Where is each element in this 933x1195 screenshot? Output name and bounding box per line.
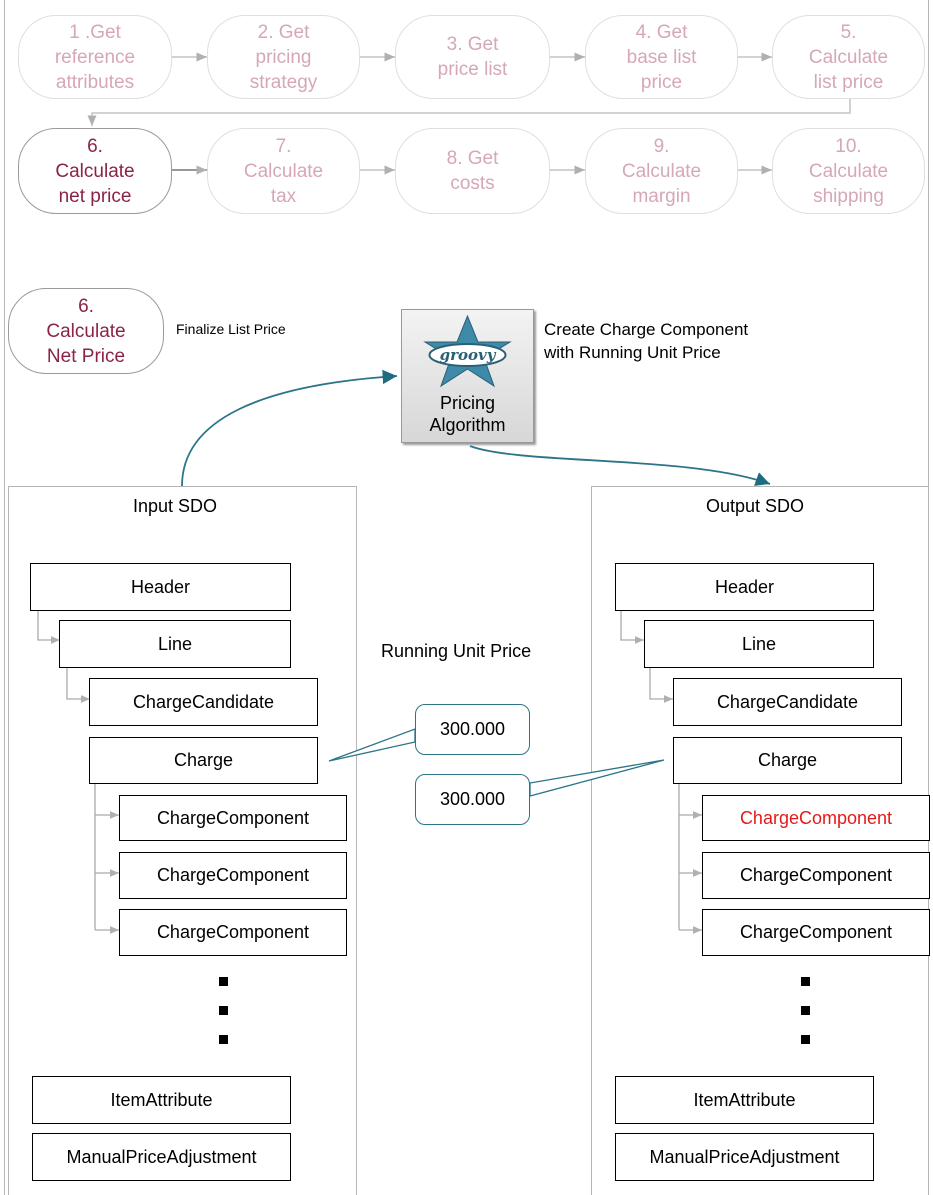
ellipsis-dot (801, 1006, 810, 1015)
output-header-node: Header (615, 563, 874, 611)
flow-step-label: 4. Get base list price (626, 21, 697, 93)
input-header-node: Header (30, 563, 291, 611)
finalize-label: Finalize List Price (176, 321, 286, 337)
flow-step-label: 7. Calculate tax (243, 135, 324, 207)
flow-step-1: 1 .Get reference attributes (18, 15, 172, 99)
output-charge-node: Charge (673, 737, 902, 784)
flow-step-10: 10. Calculate shipping (772, 128, 925, 214)
flow-step-9: 9. Calculate margin (585, 128, 738, 214)
output-manualpriceadjustment-node: ManualPriceAdjustment (615, 1133, 874, 1181)
ellipsis-dot (219, 1006, 228, 1015)
groovy-star-icon: groovy (423, 314, 512, 388)
ellipsis-dot (219, 1035, 228, 1044)
flow-step-5: 5. Calculate list price (772, 15, 925, 99)
input-charge-node: Charge (89, 737, 318, 784)
flow-step-label: 1 .Get reference attributes (54, 21, 136, 93)
flow-step-4: 4. Get base list price (585, 15, 738, 99)
input-chargecomponent-node: ChargeComponent (119, 852, 347, 899)
ellipsis-dot (801, 1035, 810, 1044)
input-sdo-box (8, 486, 357, 1195)
pricing-algorithm-box: groovy Pricing Algorithm (401, 309, 534, 443)
output-line-node: Line (644, 620, 874, 668)
output-itemattribute-node: ItemAttribute (615, 1076, 874, 1124)
flow-step-7: 7. Calculate tax (207, 128, 360, 214)
flow-step-label: 3. Get price list (437, 34, 508, 80)
output-sdo-title: Output SDO (706, 496, 805, 516)
flow-step-label: 9. Calculate margin (621, 135, 702, 207)
input-itemattribute-node: ItemAttribute (32, 1076, 291, 1124)
net-price-pill-label: 6. Calculate Net Price (46, 295, 126, 367)
flow-step-6-active: 6. Calculate net price (18, 128, 172, 214)
output-chargecomponent-node-new: ChargeComponent (702, 795, 930, 841)
flow-step-8: 8. Get costs (395, 128, 550, 214)
create-charge-note: Create Charge Component with Running Uni… (544, 320, 749, 362)
pricing-algorithm-label: Pricing Algorithm (429, 393, 506, 435)
flow-step-label: 8. Get costs (446, 148, 499, 194)
running-price-callout-output: 300.000 (415, 774, 530, 825)
input-chargecomponent-node: ChargeComponent (119, 909, 347, 956)
flow-step-label: 5. Calculate list price (808, 21, 889, 93)
flow-step-label: 6. Calculate net price (55, 135, 135, 207)
flow-step-label: 2. Get pricing strategy (249, 21, 318, 93)
net-price-pill: 6. Calculate Net Price (8, 288, 164, 374)
output-chargecomponent-node: ChargeComponent (702, 852, 930, 899)
input-chargecandidate-node: ChargeCandidate (89, 678, 318, 726)
svg-text:groovy: groovy (440, 346, 497, 364)
ellipsis-dot (219, 977, 228, 986)
output-chargecomponent-node: ChargeComponent (702, 909, 930, 956)
flow-step-2: 2. Get pricing strategy (207, 15, 360, 99)
output-chargecandidate-node: ChargeCandidate (673, 678, 902, 726)
input-line-node: Line (59, 620, 291, 668)
input-chargecomponent-node: ChargeComponent (119, 795, 347, 841)
flow-step-label: 10. Calculate shipping (808, 135, 889, 207)
input-sdo-title: Input SDO (133, 496, 218, 516)
running-price-callout-input: 300.000 (415, 704, 530, 755)
running-unit-price-label: Running Unit Price (381, 641, 532, 661)
flow-step-3: 3. Get price list (395, 15, 550, 99)
ellipsis-dot (801, 977, 810, 986)
input-manualpriceadjustment-node: ManualPriceAdjustment (32, 1133, 291, 1181)
